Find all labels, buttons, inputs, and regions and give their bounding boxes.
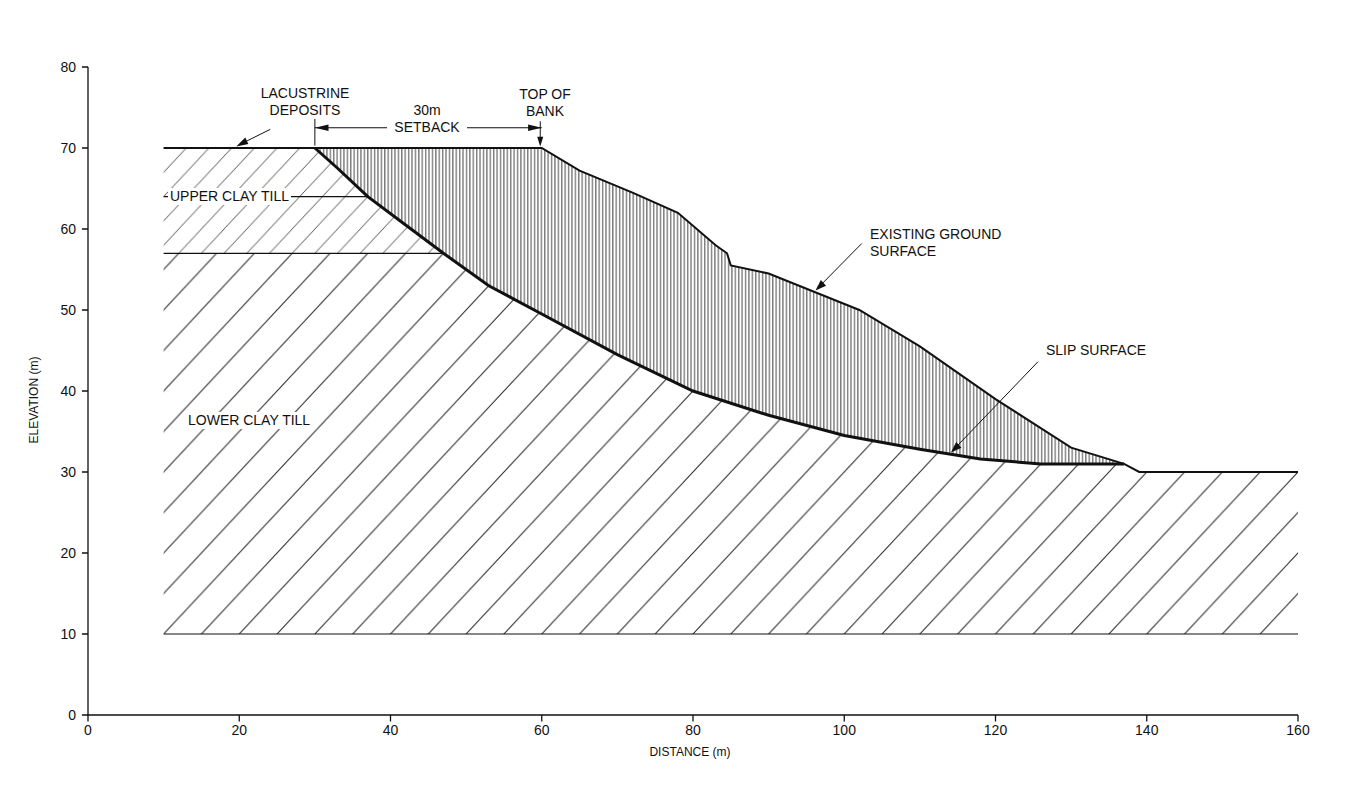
section-base [164, 633, 1298, 634]
axis-tick-label: 120 [982, 722, 1009, 739]
axis-tick-label: 0 [66, 707, 78, 724]
axis-tick-label: 160 [1284, 722, 1311, 739]
callout-label: SLIP SURFACE [1044, 342, 1148, 359]
axis-tick-label: 40 [58, 383, 78, 400]
slip-surface-line [315, 148, 1124, 464]
axis-tick-label: 10 [58, 626, 78, 643]
callout-label: EXISTING GROUND SURFACE [868, 226, 1012, 260]
axis-tick-label: 20 [229, 722, 249, 739]
ground-surface-line [164, 148, 1298, 472]
axis-tick-label: 30 [58, 464, 78, 481]
layer-label: LACUSTRINE DEPOSITS [248, 85, 362, 119]
axes [82, 67, 1298, 721]
axis-tick-label: 60 [58, 221, 78, 238]
layer-label: UPPER CLAY TILL [168, 188, 291, 205]
axis-title: ELEVATION (m) [26, 355, 43, 446]
slide-mass [315, 148, 1124, 464]
axis-tick-label: 80 [58, 59, 78, 76]
axis-tick-label: 20 [58, 545, 78, 562]
dimension-label: 30m SETBACK [387, 102, 467, 136]
leader-lines [236, 121, 1038, 452]
axis-tick-label: 60 [532, 722, 552, 739]
axis-tick-label: 100 [831, 722, 858, 739]
callout-label: TOP OF BANK [512, 86, 578, 120]
axis-tick-label: 50 [58, 302, 78, 319]
axis-tick-label: 70 [58, 140, 78, 157]
axis-tick-label: 80 [683, 722, 703, 739]
axis-title: DISTANCE (m) [647, 744, 732, 761]
layer-label: LOWER CLAY TILL [186, 412, 312, 429]
layer-boundary [164, 253, 444, 254]
axis-tick-label: 0 [82, 722, 94, 739]
axis-tick-label: 40 [381, 722, 401, 739]
axis-tick-label: 140 [1133, 722, 1160, 739]
